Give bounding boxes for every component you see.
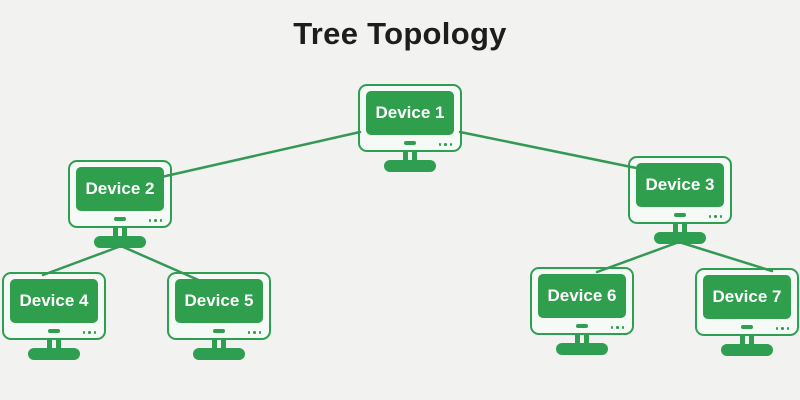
vent-dots-icon — [247, 331, 261, 334]
power-button-icon — [674, 213, 686, 217]
monitor-stand-neck — [575, 335, 589, 344]
monitor-bezel — [70, 213, 170, 226]
monitor-stand-base — [94, 236, 146, 248]
monitor-frame: Device 6 — [530, 267, 634, 335]
device-label: Device 4 — [19, 291, 89, 310]
monitor-stand-base — [654, 232, 706, 244]
device-node-5: Device 5 — [167, 272, 271, 360]
monitor-screen: Device 5 — [175, 279, 263, 323]
device-node-4: Device 4 — [2, 272, 106, 360]
monitor-stand-neck — [673, 224, 687, 233]
monitor-stand-neck — [403, 152, 417, 161]
device-node-7: Device 7 — [695, 268, 799, 356]
device-label: Device 5 — [184, 291, 254, 310]
monitor-stand-base — [721, 344, 773, 356]
monitor-screen: Device 6 — [538, 274, 626, 318]
device-node-1: Device 1 — [358, 84, 462, 172]
monitor-screen: Device 1 — [366, 91, 454, 135]
monitor-frame: Device 5 — [167, 272, 271, 340]
monitor-stand-base — [193, 348, 245, 360]
vent-dots-icon — [148, 219, 162, 222]
power-button-icon — [404, 141, 416, 145]
monitor-bezel — [630, 209, 730, 222]
monitor-frame: Device 7 — [695, 268, 799, 336]
monitor-screen: Device 2 — [76, 167, 164, 211]
monitor-bezel — [4, 325, 104, 338]
vent-dots-icon — [775, 327, 789, 330]
monitor-frame: Device 1 — [358, 84, 462, 152]
vent-dots-icon — [82, 331, 96, 334]
device-label: Device 7 — [712, 287, 782, 306]
diagram-title: Tree Topology — [293, 16, 507, 51]
monitor-frame: Device 3 — [628, 156, 732, 224]
monitor-stand-neck — [212, 340, 226, 349]
power-button-icon — [741, 325, 753, 329]
monitor-stand-base — [556, 343, 608, 355]
device-label: Device 6 — [547, 286, 617, 305]
monitor-stand-base — [384, 160, 436, 172]
device-label: Device 1 — [375, 103, 445, 122]
monitor-frame: Device 4 — [2, 272, 106, 340]
connection-device1-device2 — [155, 130, 362, 180]
vent-dots-icon — [708, 215, 722, 218]
device-label: Device 2 — [85, 179, 155, 198]
monitor-stand-neck — [47, 340, 61, 349]
monitor-screen: Device 4 — [10, 279, 98, 323]
power-button-icon — [576, 324, 588, 328]
monitor-screen: Device 3 — [636, 163, 724, 207]
device-node-6: Device 6 — [530, 267, 634, 355]
power-button-icon — [213, 329, 225, 333]
monitor-bezel — [532, 320, 632, 333]
power-button-icon — [114, 217, 126, 221]
vent-dots-icon — [610, 326, 624, 329]
connection-device3-device7 — [677, 240, 774, 273]
monitor-screen: Device 7 — [703, 275, 791, 319]
monitor-stand-base — [28, 348, 80, 360]
device-node-3: Device 3 — [628, 156, 732, 244]
monitor-stand-neck — [113, 228, 127, 237]
monitor-bezel — [697, 321, 797, 334]
monitor-frame: Device 2 — [68, 160, 172, 228]
connection-device1-device3 — [458, 130, 653, 173]
vent-dots-icon — [438, 143, 452, 146]
power-button-icon — [48, 329, 60, 333]
monitor-bezel — [169, 325, 269, 338]
device-label: Device 3 — [645, 175, 715, 194]
monitor-stand-neck — [740, 336, 754, 345]
device-node-2: Device 2 — [68, 160, 172, 248]
connection-device2-device4 — [41, 244, 123, 277]
monitor-bezel — [360, 137, 460, 150]
